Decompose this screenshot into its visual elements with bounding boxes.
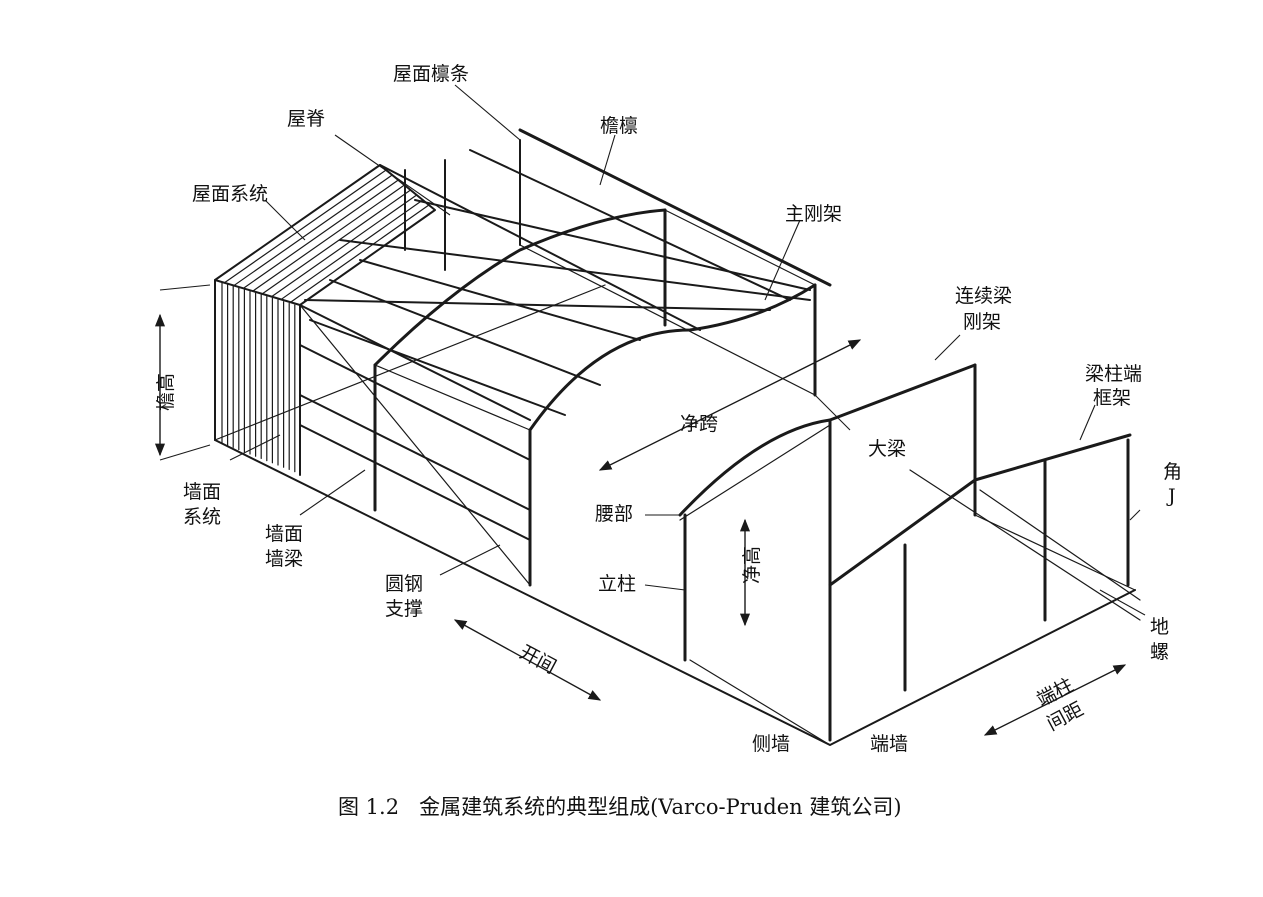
label-column: 立柱 <box>598 573 636 595</box>
figure-caption: 图 1.2 金属建筑系统的典型组成(Varco-Pruden 建筑公司) <box>338 795 902 819</box>
roof-rib <box>261 189 412 295</box>
main-frame-arch <box>528 283 817 432</box>
roof-rib <box>280 199 424 301</box>
roof-rib <box>214 164 381 281</box>
label-clear-span: 净跨 <box>680 413 718 435</box>
roof-rib <box>289 204 430 303</box>
label-main-frame: 主刚架 <box>785 203 842 225</box>
label-wall-girt-1: 墙面 <box>265 523 303 545</box>
label-side-wall: 侧墙 <box>752 733 790 755</box>
roof-rib <box>271 194 418 298</box>
eave-purlin <box>518 128 832 287</box>
label-end-wall: 端墙 <box>870 733 908 755</box>
label-beam-col-end-1: 梁柱端 <box>1085 363 1142 385</box>
label-rod-bracing-2: 支撑 <box>385 598 423 620</box>
label-wall-system-1: 墙面 <box>183 481 221 503</box>
label-rod-bracing-1: 圆钢 <box>385 573 423 595</box>
label-anchor-partial-1: 地 <box>1150 616 1169 638</box>
label-wall-girt-2: 墙梁 <box>265 548 303 570</box>
label-roof-system: 屋面系统 <box>192 183 268 205</box>
label-haunch: 腰部 <box>595 503 633 525</box>
roof-rib <box>233 174 393 287</box>
label-roof-purlin: 屋面檩条 <box>393 63 469 85</box>
label-continuous-beam-1: 连续梁 <box>955 285 1012 307</box>
label-girder: 大梁 <box>868 438 906 460</box>
label-ridge: 屋脊 <box>287 108 325 130</box>
label-continuous-beam-2: 刚架 <box>963 311 1001 333</box>
label-corner-partial-2: J <box>1166 485 1176 507</box>
label-eave-height: 檐高 <box>155 373 177 411</box>
ridge-line <box>379 164 701 331</box>
clad-gable-wall <box>214 164 436 476</box>
label-beam-col-end-2: 框架 <box>1093 387 1131 409</box>
label-wall-system-2: 系统 <box>183 506 221 528</box>
label-clear-height: 净高 <box>741 546 763 584</box>
base-line <box>214 439 1136 746</box>
roof-rib <box>242 179 399 289</box>
label-anchor-partial-2: 螺 <box>1150 641 1169 663</box>
label-eave-purlin: 檐檩 <box>600 115 638 137</box>
label-bay: 开间 <box>516 641 560 678</box>
wall-cladding-ribs <box>221 282 296 473</box>
building-structure <box>214 128 1141 746</box>
diagram-labels: 屋面檩条 屋脊 檐檩 屋面系统 主刚架 连续梁 刚架 檐高 净跨 大梁 梁柱端 … <box>155 63 1182 755</box>
dimension-arrows <box>154 284 1127 736</box>
roof-cladding-ribs <box>214 164 430 303</box>
roof-rib <box>223 169 387 284</box>
label-corner-partial-1: 角 <box>1163 461 1182 483</box>
roof-rib <box>252 184 406 292</box>
leader-lines <box>229 84 1146 616</box>
